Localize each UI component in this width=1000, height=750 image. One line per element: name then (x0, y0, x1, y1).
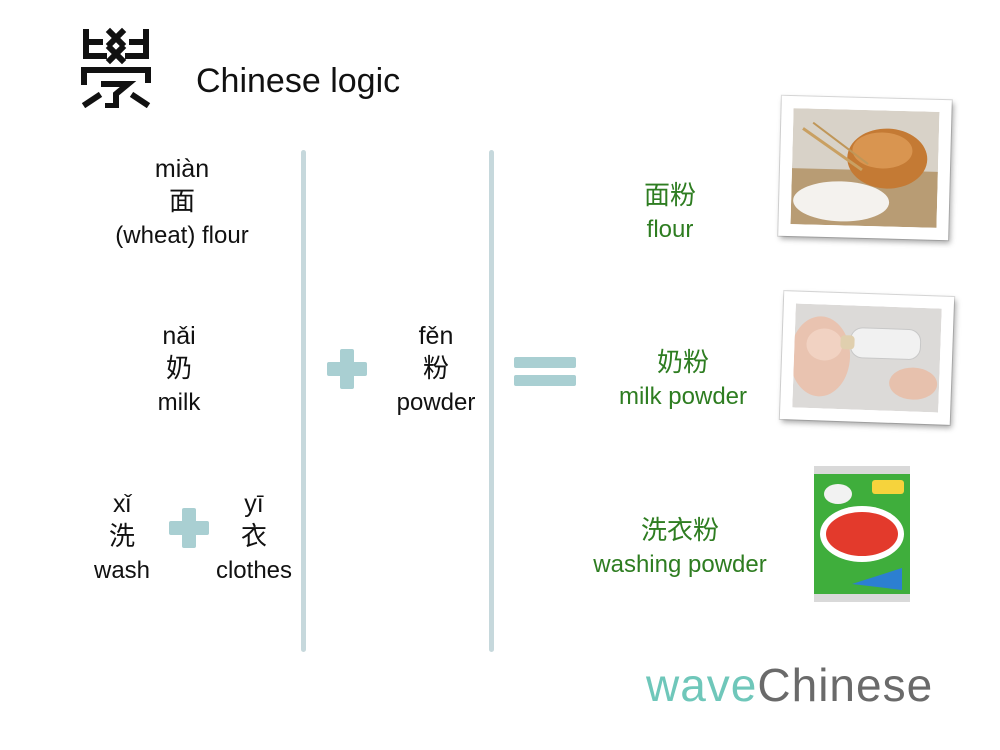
term-meaning: milk (157, 389, 201, 416)
result-meaning: flour (646, 216, 694, 243)
baby-with-bottle-image (792, 303, 942, 413)
term-fen: fěn 粉 powder (380, 320, 492, 419)
term-pinyin: fěn (418, 322, 454, 350)
result-meaning: washing powder (593, 551, 767, 578)
result-washing-powder: 洗衣粉 washing powder (580, 515, 780, 581)
term-xi: xǐ 洗 wash (82, 488, 162, 587)
result-meaning: milk powder (618, 383, 748, 410)
term-hanzi: 粉 (422, 354, 449, 384)
term-meaning: clothes (215, 557, 293, 584)
term-meaning: powder (396, 389, 476, 416)
term-pinyin: miàn (154, 155, 210, 183)
result-hanzi: 洗衣粉 (640, 516, 719, 546)
term-pinyin: nǎi (162, 322, 196, 350)
equals-icon (514, 357, 576, 386)
term-nai: nǎi 奶 milk (119, 320, 239, 419)
plus-icon (327, 349, 367, 389)
result-hanzi: 奶粉 (656, 348, 709, 378)
result-hanzi: 面粉 (643, 181, 696, 211)
term-mian: miàn 面 (wheat) flour (112, 153, 252, 252)
page-title: Chinese logic (196, 62, 401, 100)
detergent-package-image (814, 466, 910, 602)
brand-logo: waveChinese (646, 658, 933, 712)
term-hanzi: 面 (168, 187, 195, 217)
term-meaning: wash (93, 557, 151, 584)
brand-wave: wave (646, 659, 758, 711)
term-hanzi: 洗 (108, 522, 135, 552)
column-divider-right (489, 150, 494, 652)
term-hanzi: 衣 (240, 522, 267, 552)
result-milk-powder: 奶粉 milk powder (598, 347, 768, 413)
term-hanzi: 奶 (165, 354, 192, 384)
bread-and-flour-image (790, 108, 940, 228)
seal-character-icon (81, 27, 151, 108)
plus-icon (169, 508, 209, 548)
term-pinyin: xǐ (112, 490, 132, 518)
milk-powder-photo (779, 291, 955, 425)
flour-photo (778, 95, 952, 241)
result-flour: 面粉 flour (600, 180, 740, 246)
term-yi: yī 衣 clothes (204, 488, 304, 587)
term-pinyin: yī (244, 490, 264, 518)
brand-chinese: Chinese (757, 659, 934, 711)
term-meaning: (wheat) flour (115, 222, 249, 249)
column-divider-left (301, 150, 306, 652)
